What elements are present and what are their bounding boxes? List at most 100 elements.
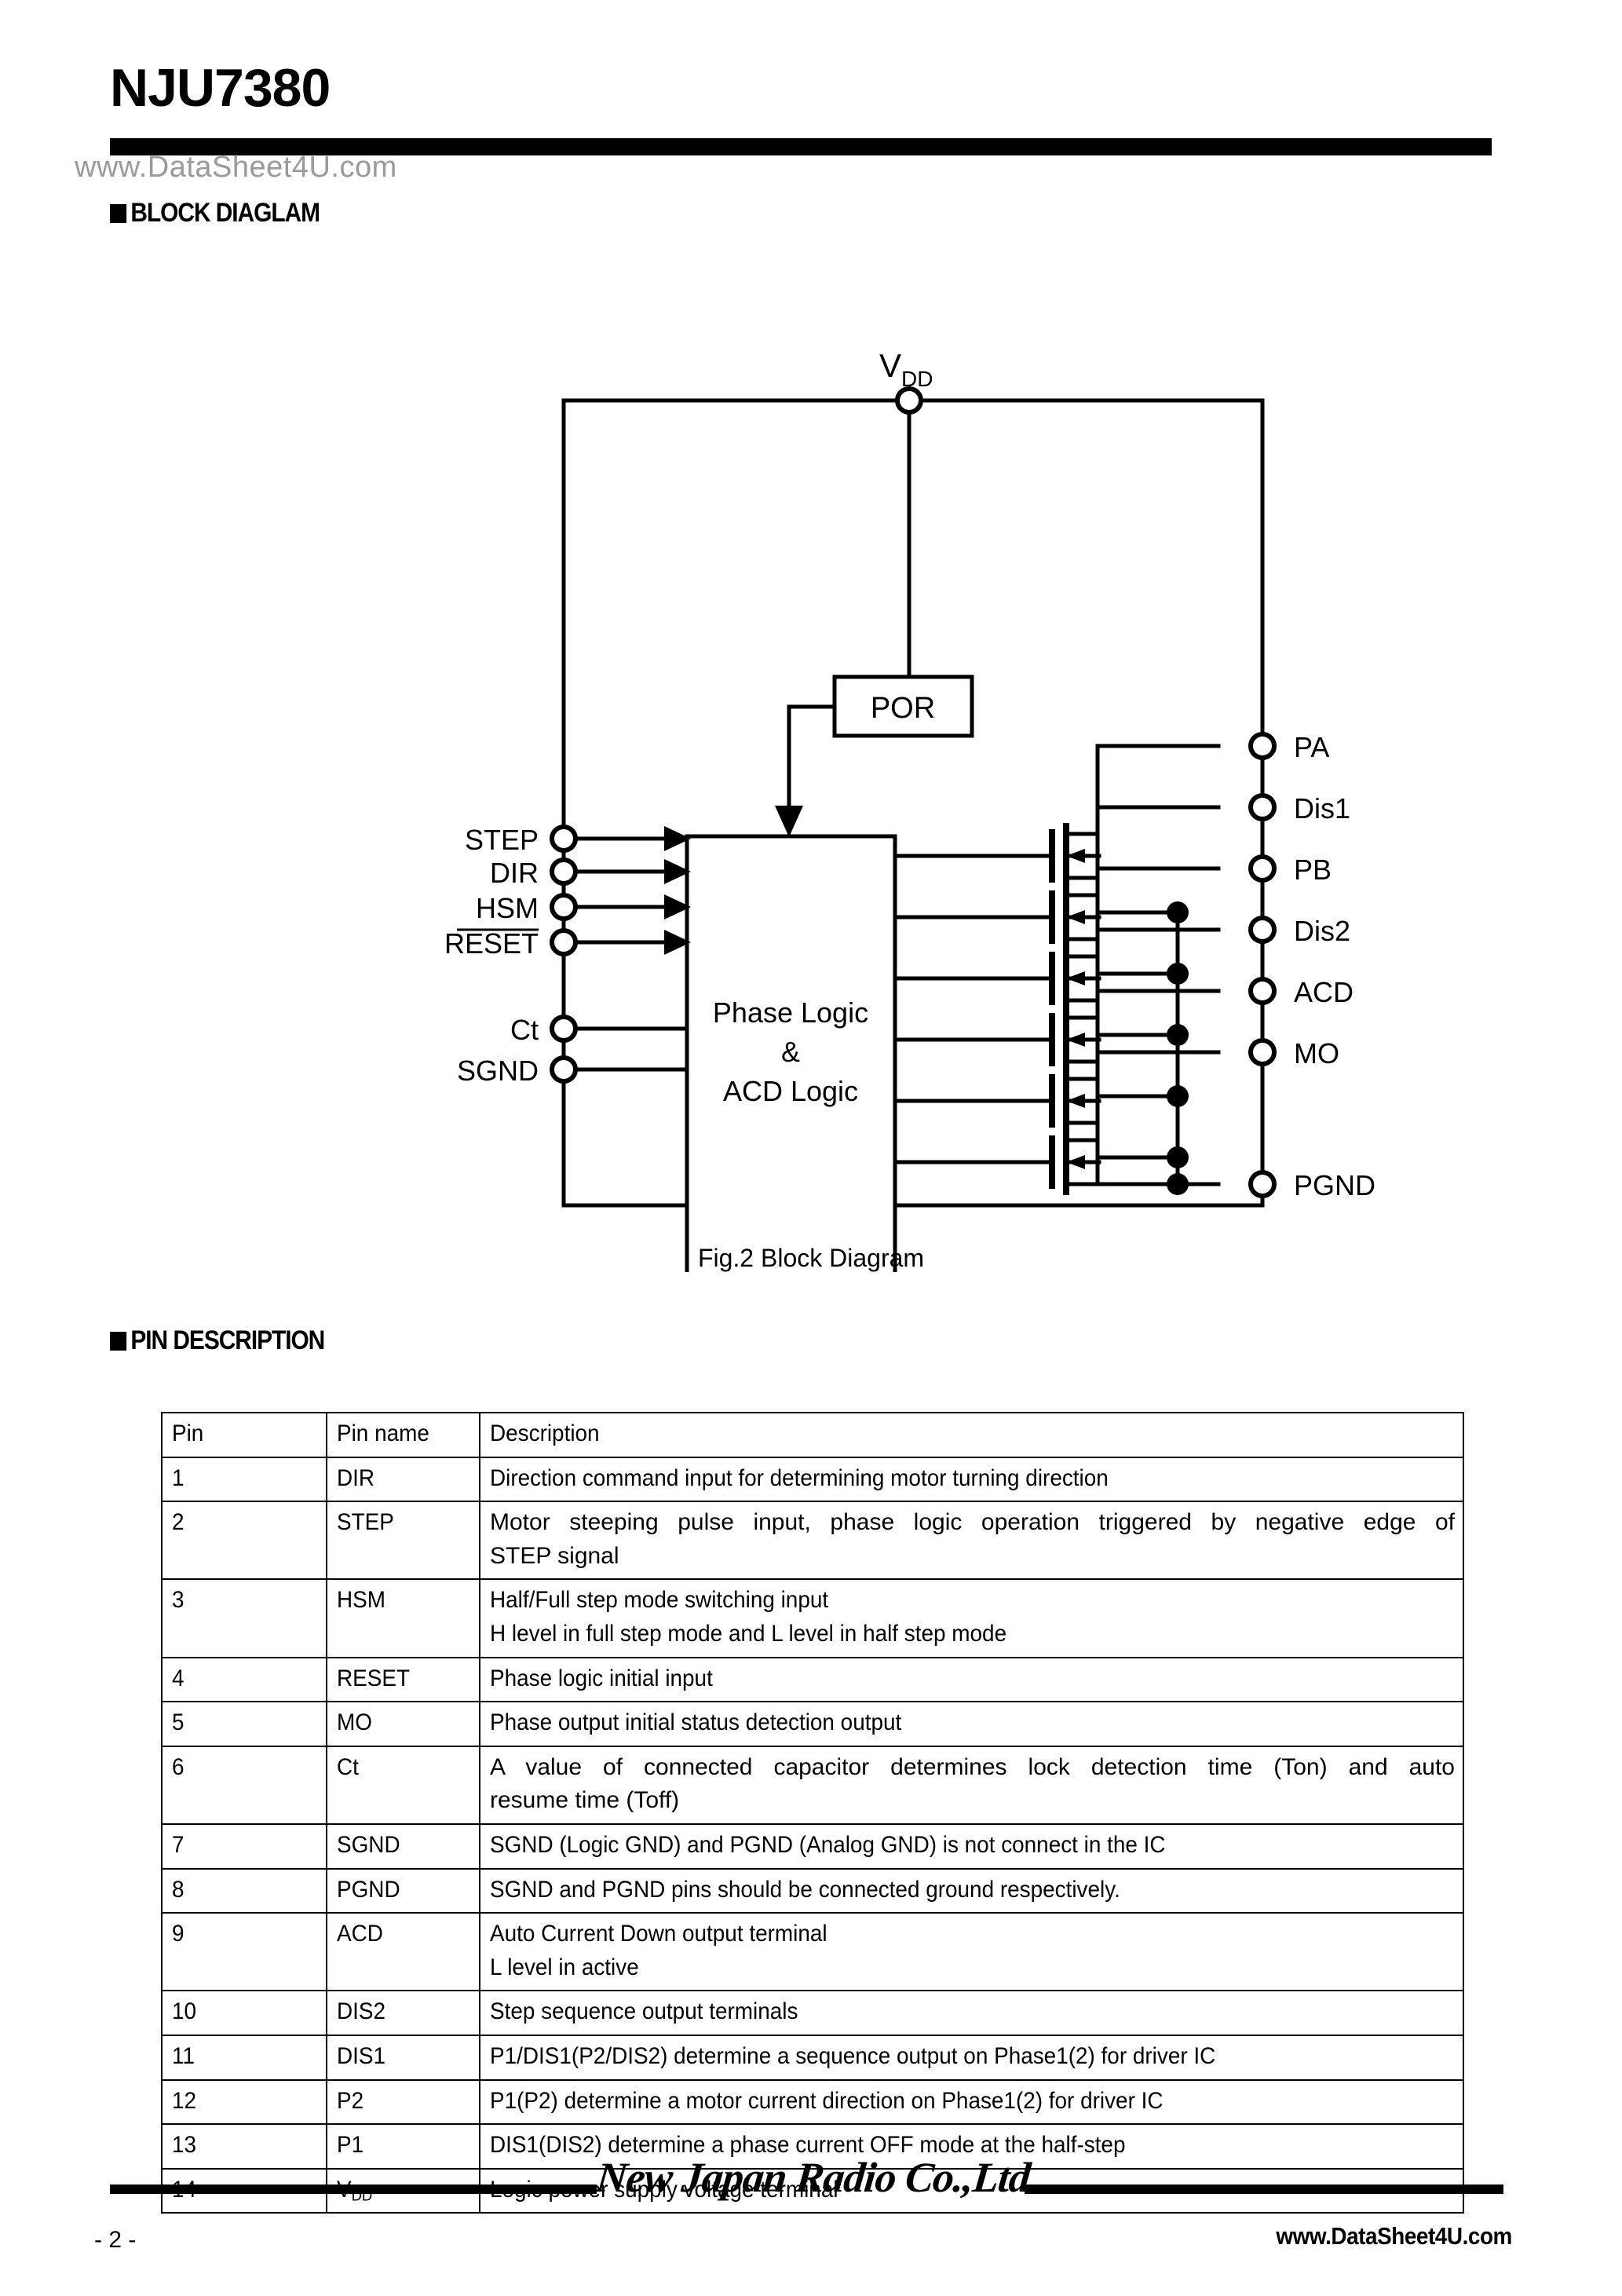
- label-input-hsm: HSM: [476, 892, 539, 924]
- table-row: 4 RESET Phase logic initial input: [161, 1656, 1464, 1703]
- mosfet-5-bulk-arrowhead: [1066, 1094, 1085, 1108]
- cell-pin-name: STEP: [326, 1501, 480, 1581]
- watermark-top: www.DataSheet4U.com: [75, 151, 397, 184]
- terminal-pb: [1248, 854, 1277, 883]
- cell-pin-name: RESET: [326, 1656, 480, 1703]
- mosfet-6-drain-wire: [1064, 1050, 1221, 1143]
- terminal-sgnd: [550, 1055, 578, 1084]
- header-rule: [110, 138, 1492, 155]
- label-output-dis2: Dis2: [1294, 915, 1350, 947]
- cell-pin-name: DIR: [326, 1456, 480, 1503]
- pin-number-text: 3: [172, 1587, 184, 1614]
- label-input-sgnd: SGND: [457, 1055, 539, 1087]
- label-output-pb: PB: [1294, 854, 1332, 886]
- description-text: Step sequence output terminals: [490, 1998, 798, 2025]
- pin-number-text: 12: [172, 2087, 197, 2114]
- junction-dot-4: [1167, 1085, 1189, 1107]
- label-output-dis1: Dis1: [1294, 792, 1350, 824]
- description-text: P1(P2) determine a motor current directi…: [490, 2087, 1164, 2114]
- label-vdd-sub: DD: [901, 367, 933, 391]
- junction-dot-5: [1167, 1146, 1189, 1168]
- arrowhead-input-step: [664, 826, 691, 851]
- section-heading-block-diagram: BLOCK DIAGLAM: [110, 198, 320, 229]
- terminal-step: [550, 824, 578, 853]
- cell-pin-name: P2: [326, 2078, 480, 2126]
- cell-description: SGND (Logic GND) and PGND (Analog GND) i…: [479, 1823, 1464, 1870]
- cell-description: Phase logic initial input: [479, 1656, 1464, 1703]
- pin-number-text: 11: [172, 2042, 195, 2069]
- description-text: SGND (Logic GND) and PGND (Analog GND) i…: [490, 1831, 1166, 1858]
- arrowhead-input-dir: [664, 859, 691, 884]
- terminal-dis2: [1248, 916, 1277, 944]
- description-text: SGND and PGND pins should be connected g…: [490, 1876, 1120, 1903]
- junction-dot-3: [1167, 1024, 1189, 1046]
- cell-pin-name: DIS2: [326, 1990, 480, 2036]
- junction-dot-2: [1167, 963, 1189, 985]
- cell-pin-number: 11: [161, 2034, 327, 2081]
- pin-number-text: 2: [172, 1509, 184, 1536]
- mosfet-4-bulk-arrowhead: [1066, 1033, 1085, 1047]
- cell-pin-name: SGND: [326, 1823, 480, 1870]
- pin-name-text: Ct: [337, 1753, 359, 1780]
- table-row: 12 P2 P1(P2) determine a motor current dir…: [161, 2078, 1464, 2126]
- pin-name-text: P2: [337, 2087, 364, 2114]
- label-output-acd: ACD: [1294, 976, 1353, 1008]
- cell-pin-number: 12: [161, 2078, 327, 2126]
- watermark-bottom: www.DataSheet4U.com: [1276, 2222, 1512, 2250]
- terminal-mo: [1248, 1038, 1277, 1066]
- pin-name-text: MO: [337, 1709, 372, 1736]
- page-number: - 2 -: [94, 2227, 137, 2253]
- cell-pin-number: 4: [161, 1656, 327, 1703]
- pin-number-text: 8: [172, 1876, 184, 1903]
- description-text: A value of connected capacitor determine…: [490, 1753, 1455, 1814]
- label-vdd-main: V: [879, 347, 901, 384]
- description-text: Auto Current Down output terminal L leve…: [490, 1921, 827, 1980]
- cell-pin-name: DIS1: [326, 2034, 480, 2081]
- label-input-ct: Ct: [510, 1014, 539, 1046]
- cell-pin-number: 5: [161, 1701, 327, 1747]
- terminal-acd: [1248, 977, 1277, 1005]
- label-output-pgnd: PGND: [1294, 1169, 1375, 1201]
- square-bullet-icon: [110, 1332, 127, 1351]
- cell-description: P1(P2) determine a motor current directi…: [479, 2078, 1464, 2126]
- cell-pin-name: ACD: [326, 1912, 480, 1992]
- cell-pin-number: 1: [161, 1456, 327, 1503]
- cell-description: Logic power supply voltage terminal: [479, 2167, 1464, 2214]
- pin-number-text: 9: [172, 1921, 184, 1947]
- page-title: NJU7380: [110, 58, 331, 118]
- cell-pin-name: PGND: [326, 1867, 480, 1914]
- cell-pin-number: 3: [161, 1578, 327, 1658]
- mosfet-5-drain-wire: [1064, 989, 1221, 1081]
- table-header-row: Pin Pin name Description: [161, 1412, 1464, 1458]
- description-text: Half/Full step mode switching input H le…: [490, 1587, 1007, 1647]
- column-header-pin: Pin: [161, 1412, 327, 1458]
- mosfet-4-drain-wire: [1064, 927, 1221, 1020]
- terminal-ct: [550, 1015, 578, 1043]
- mosfet-1-bulk-arrowhead: [1066, 849, 1085, 863]
- label-core-line-3: ACD Logic: [723, 1075, 858, 1107]
- cell-pin-number: 13: [161, 2123, 327, 2170]
- block-diagram: V DD POR Phase Logic & ACD Logic STEP DI…: [0, 236, 1622, 1272]
- figure-caption: Fig.2 Block Diagram: [697, 1244, 925, 1272]
- junction-dot-1: [1167, 901, 1189, 923]
- mosfet-2-bulk-arrowhead: [1066, 910, 1085, 924]
- column-header-description: Description: [479, 1412, 1464, 1458]
- label-input-step: STEP: [465, 824, 539, 856]
- pin-name-text: RESET: [337, 1665, 411, 1691]
- arrowhead-input-hsm: [664, 894, 691, 919]
- footer-rule-right: [1025, 2184, 1503, 2194]
- square-bullet-icon: [110, 204, 127, 223]
- label-por: POR: [871, 692, 935, 725]
- core-logic-block: [685, 834, 897, 1272]
- pin-number-text: 13: [172, 2132, 197, 2159]
- terminal-pa: [1248, 732, 1277, 760]
